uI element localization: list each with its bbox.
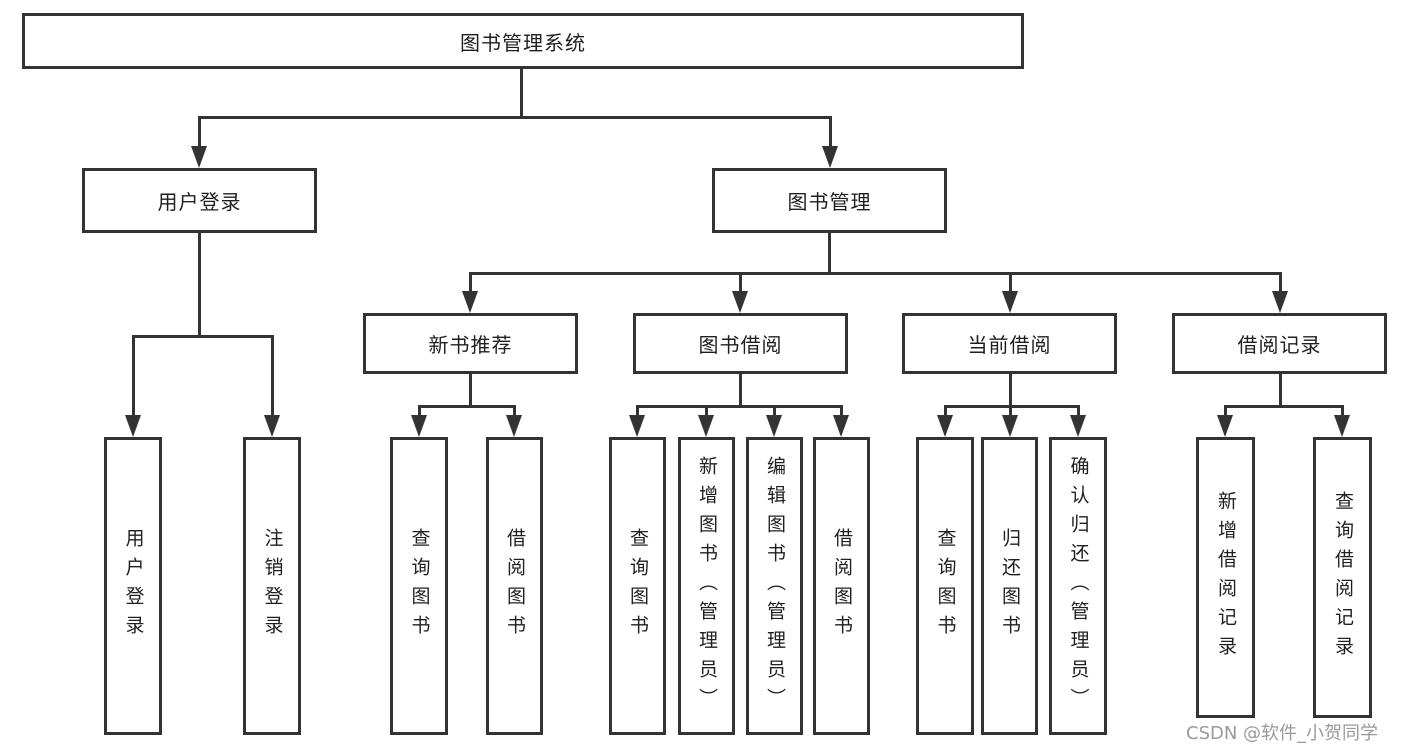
leaf-user-login-label: 用户登录 (122, 528, 145, 644)
connector-line (1224, 406, 1227, 417)
connector-line (1224, 405, 1344, 408)
arrow-down-icon (732, 291, 748, 313)
arrow-down-icon (1002, 415, 1018, 437)
leaf-logout: 注销登录 (243, 437, 301, 735)
leaf-borrowing-borrow-books: 借阅图书 (813, 437, 870, 735)
connector-line (513, 406, 516, 417)
connector-line (840, 406, 843, 417)
arrow-down-icon (1070, 415, 1086, 437)
arrow-down-icon (1002, 291, 1018, 313)
connector-line (198, 116, 832, 119)
connector-line (944, 406, 947, 417)
arrow-down-icon (937, 415, 953, 437)
node-user-login: 用户登录 (82, 168, 317, 233)
leaf-query-borrow-record-label: 查询借阅记录 (1332, 490, 1354, 665)
connector-line (1009, 374, 1012, 406)
connector-line (469, 273, 472, 293)
arrow-down-icon (462, 291, 478, 313)
leaf-confirm-return-admin-label: 确认归还（管理员） (1067, 455, 1090, 717)
leaf-add-borrow-record: 新增借阅记录 (1196, 437, 1255, 718)
leaf-borrowing-borrow-books-label: 借阅图书 (831, 528, 853, 644)
node-current-borrowing: 当前借阅 (902, 313, 1117, 374)
arrow-down-icon (191, 146, 207, 168)
connector-line (469, 272, 1282, 275)
node-root: 图书管理系统 (22, 13, 1024, 69)
connector-line (1009, 273, 1012, 293)
connector-line (198, 233, 201, 336)
node-book-management-label: 图书管理 (787, 190, 872, 214)
arrow-down-icon (698, 415, 714, 437)
leaf-recommend-borrow-books: 借阅图书 (486, 437, 543, 735)
leaf-logout-label: 注销登录 (261, 528, 284, 644)
leaf-add-books-admin-label: 新增图书（管理员） (696, 455, 718, 717)
arrow-down-icon (125, 415, 141, 437)
connector-line (1077, 406, 1080, 417)
leaf-add-books-admin: 新增图书（管理员） (678, 437, 735, 735)
node-book-borrowing: 图书借阅 (633, 313, 848, 374)
node-book-management: 图书管理 (712, 168, 947, 233)
csdn-watermark: CSDN @软件_小贺同学 (1186, 723, 1379, 744)
arrow-down-icon (629, 415, 645, 437)
node-book-borrowing-label: 图书借阅 (698, 333, 783, 357)
connector-line (418, 405, 516, 408)
connector-line (705, 406, 708, 417)
connector-line (469, 374, 472, 406)
node-current-borrowing-label: 当前借阅 (967, 333, 1052, 357)
leaf-confirm-return-admin: 确认归还（管理员） (1049, 437, 1107, 735)
leaf-edit-books-admin: 编辑图书（管理员） (746, 437, 803, 735)
connector-line (739, 374, 742, 406)
connector-line (132, 335, 274, 338)
connector-line (1341, 406, 1344, 417)
arrow-down-icon (506, 415, 522, 437)
connector-line (739, 273, 742, 293)
connector-line (829, 117, 832, 148)
arrow-down-icon (1334, 415, 1350, 437)
connector-line (1279, 374, 1282, 406)
node-user-login-label: 用户登录 (157, 190, 242, 214)
leaf-recommend-query-books-label: 查询图书 (408, 528, 431, 644)
arrow-down-icon (411, 415, 427, 437)
node-root-label: 图书管理系统 (460, 30, 586, 55)
leaf-query-borrow-record: 查询借阅记录 (1313, 437, 1372, 718)
leaf-current-query-books-label: 查询图书 (934, 528, 957, 644)
arrow-down-icon (264, 415, 280, 437)
connector-line (132, 336, 135, 416)
leaf-user-login: 用户登录 (104, 437, 162, 735)
connector-line (1009, 406, 1012, 417)
leaf-add-borrow-record-label: 新增借阅记录 (1215, 490, 1237, 665)
node-new-book-recommend-label: 新书推荐 (428, 333, 513, 357)
leaf-borrowing-query-books-label: 查询图书 (627, 528, 649, 644)
node-new-book-recommend: 新书推荐 (363, 313, 578, 374)
node-borrowing-records: 借阅记录 (1172, 313, 1387, 374)
connector-line (944, 405, 1080, 408)
connector-line (418, 406, 421, 417)
arrow-down-icon (833, 415, 849, 437)
connector-line (1279, 273, 1282, 293)
leaf-borrowing-query-books: 查询图书 (609, 437, 666, 735)
leaf-recommend-borrow-books-label: 借阅图书 (504, 528, 526, 644)
connector-line (636, 406, 639, 417)
arrow-down-icon (1272, 291, 1288, 313)
connector-line (636, 405, 843, 408)
connector-line (198, 117, 201, 148)
connector-line (520, 69, 523, 117)
arrow-down-icon (766, 415, 782, 437)
leaf-current-query-books: 查询图书 (916, 437, 974, 735)
connector-line (271, 336, 274, 416)
leaf-return-books-label: 归还图书 (999, 528, 1021, 644)
leaf-return-books: 归还图书 (981, 437, 1038, 735)
arrow-down-icon (822, 146, 838, 168)
arrow-down-icon (1217, 415, 1233, 437)
leaf-recommend-query-books: 查询图书 (390, 437, 448, 735)
leaf-edit-books-admin-label: 编辑图书（管理员） (764, 455, 786, 717)
connector-line (773, 406, 776, 417)
node-borrowing-records-label: 借阅记录 (1237, 333, 1322, 357)
connector-line (828, 233, 831, 273)
